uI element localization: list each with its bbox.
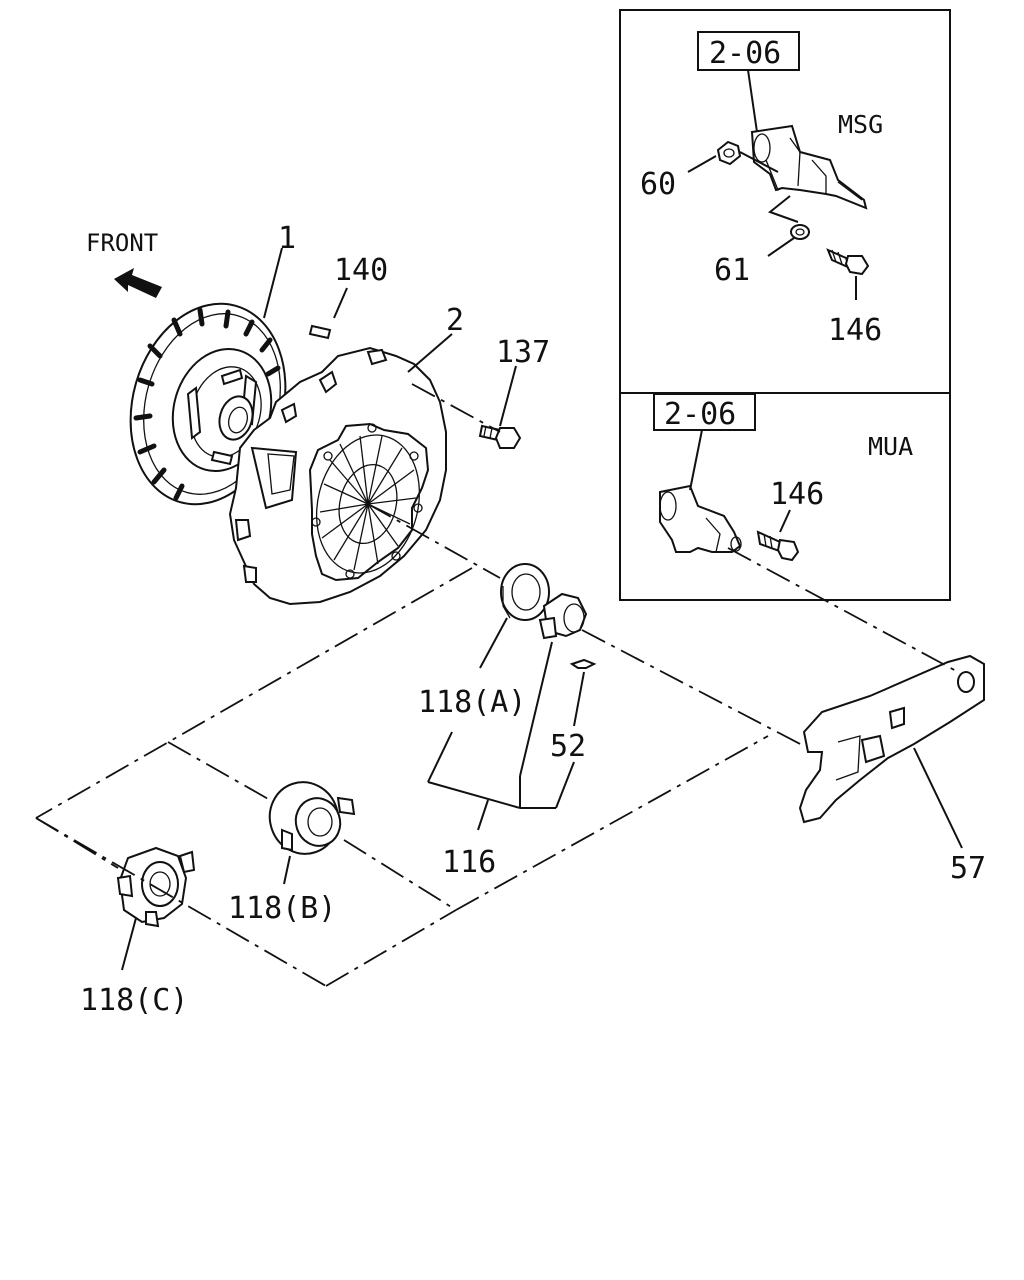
mua-variant-label: MUA [868, 432, 913, 461]
release-fork-57 [798, 654, 985, 824]
msg-inset: 2-06 MSG [619, 9, 951, 394]
bolt-137 [478, 424, 522, 449]
part-number-1: 1 [278, 221, 296, 256]
nut-60 [716, 140, 742, 166]
part-number-137: 137 [496, 335, 550, 370]
release-bearing-118a [500, 563, 550, 621]
part-number-57: 57 [950, 851, 986, 886]
part-number-118a: 118(A) [418, 685, 526, 720]
bolt-146-msg [826, 248, 870, 276]
part-number-140: 140 [334, 253, 388, 288]
pin-140 [308, 324, 332, 340]
front-label: FRONT [86, 229, 158, 257]
msg-reference-label: 2-06 [709, 36, 781, 71]
part-number-118c: 118(C) [80, 983, 188, 1018]
bearing-sleeve-116 [538, 592, 588, 640]
bolt-146-mua [756, 530, 800, 562]
part-number-2: 2 [446, 303, 464, 338]
slave-cylinder-mua [659, 484, 742, 553]
washer-61 [790, 224, 810, 240]
clip-52 [569, 658, 597, 669]
part-number-146-mua: 146 [770, 477, 824, 512]
front-arrow-icon [114, 268, 162, 298]
part-number-146-msg: 146 [828, 313, 882, 348]
part-number-116: 116 [442, 845, 496, 880]
release-bearing-118b [268, 781, 356, 855]
msg-variant-label: MSG [838, 110, 883, 139]
mua-reference-label: 2-06 [664, 397, 736, 432]
mua-reference-box [653, 393, 756, 431]
mua-inset: 2-06 MUA 146 [619, 392, 951, 601]
part-number-118b: 118(B) [228, 891, 336, 926]
slave-cylinder-msg [750, 124, 868, 210]
pressure-plate [228, 346, 447, 606]
part-number-61: 61 [714, 253, 750, 288]
part-number-60: 60 [640, 167, 676, 202]
part-number-52: 52 [550, 729, 586, 764]
